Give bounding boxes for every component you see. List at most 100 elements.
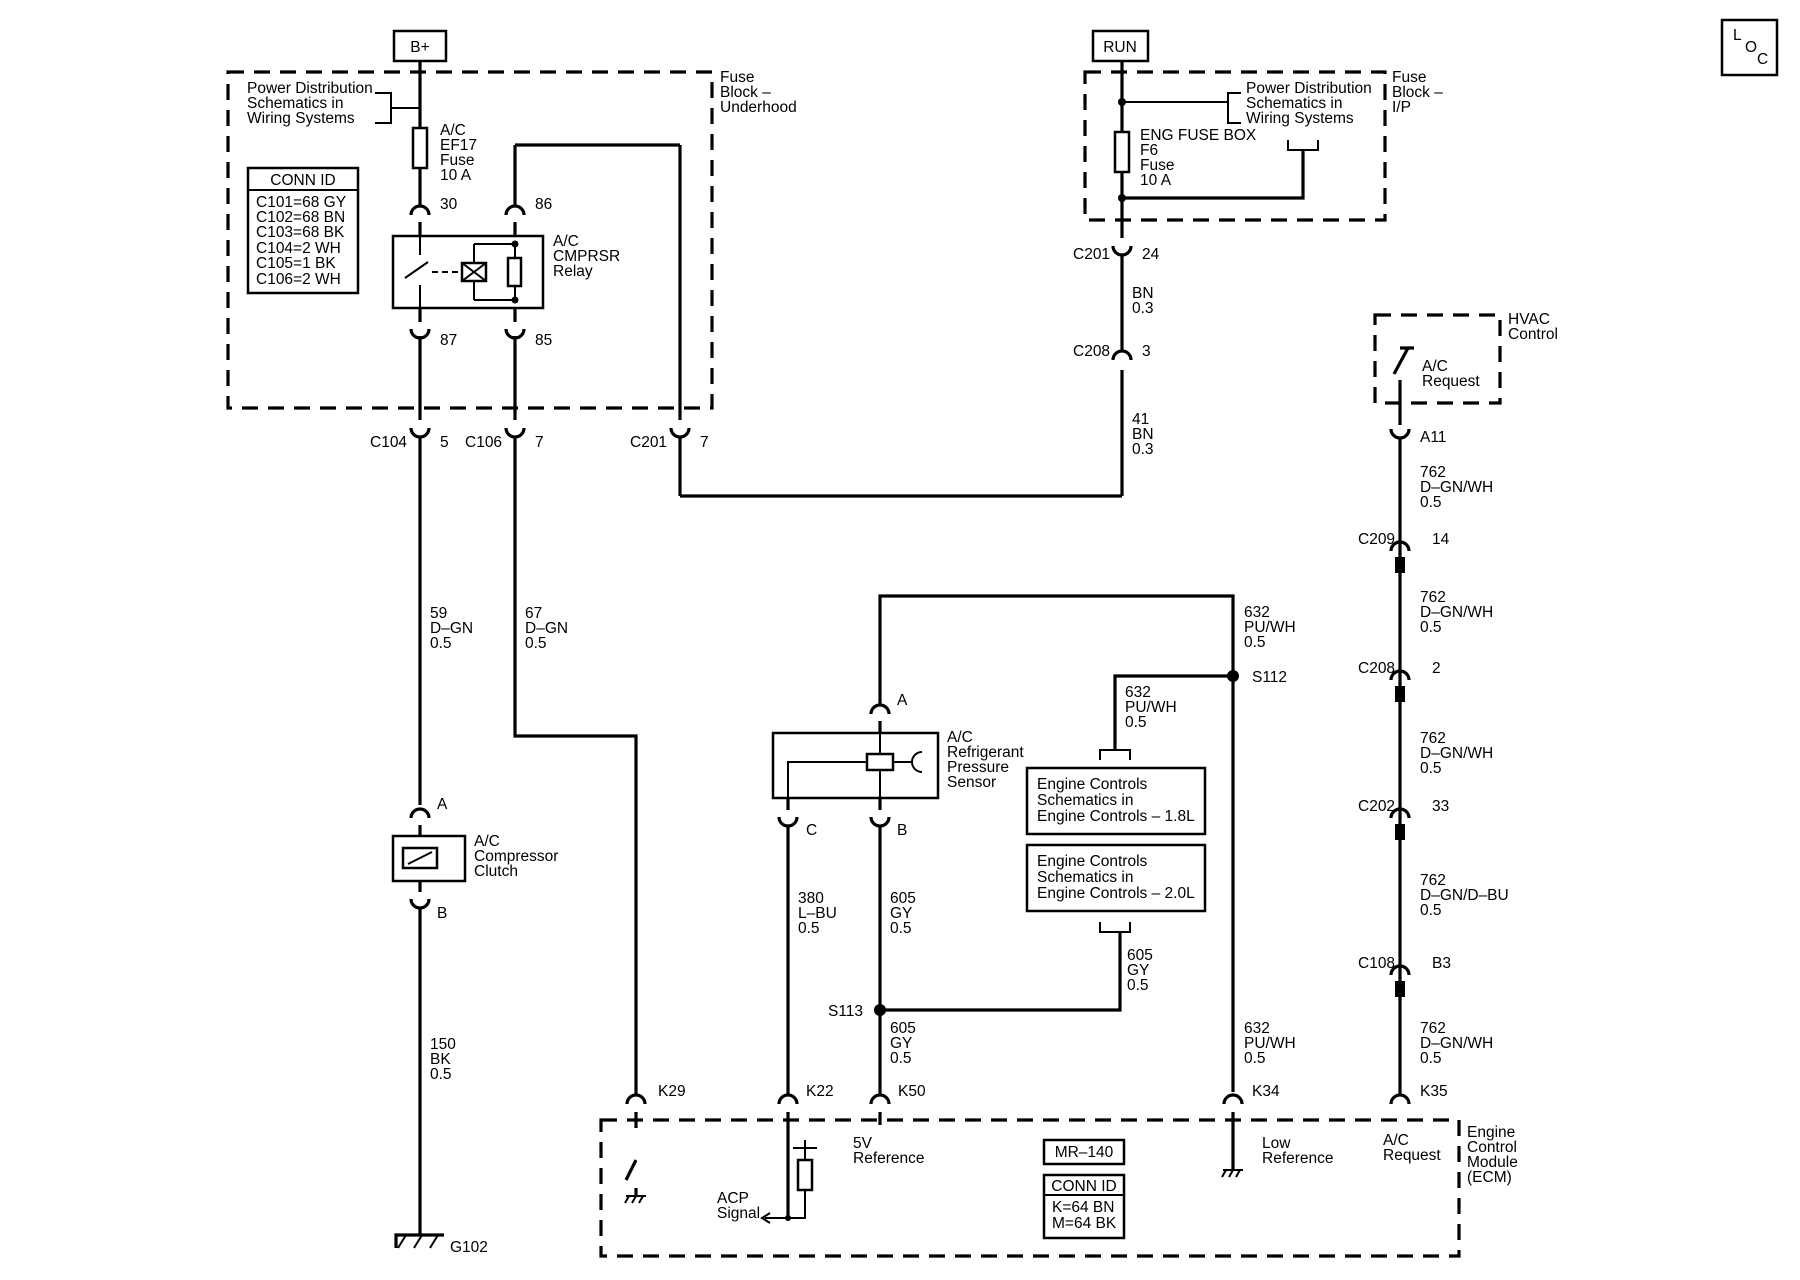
svg-text:Block –: Block – [1392,84,1443,101]
svg-text:0.5: 0.5 [890,1050,912,1067]
c209-pin: 14 [1432,531,1450,548]
underhood-conn-id-table: CONN ID C101=68 GY C102=68 BN C103=68 BK… [246,166,360,295]
svg-text:0.5: 0.5 [1420,1050,1442,1067]
sensor-pin-c: C [806,822,817,839]
ecm-pin-arcs [625,1093,1411,1105]
clutch-label: A/C Compressor Clutch [474,833,558,880]
svg-text:GY: GY [890,1035,912,1052]
svg-text:BK: BK [430,1051,451,1068]
svg-text:Engine Controls – 2.0L: Engine Controls – 2.0L [1037,885,1195,902]
svg-text:Underhood: Underhood [720,99,797,116]
svg-text:762: 762 [1420,1020,1446,1037]
svg-text:A/C: A/C [440,122,466,139]
svg-text:762: 762 [1420,464,1446,481]
ecm-acp-circuit [760,1112,882,1224]
svg-text:A/C: A/C [1422,358,1448,375]
svg-text:C103=68 BK: C103=68 BK [256,224,345,241]
bplus-tag: B+ [392,29,448,63]
c209-name: C209 [1358,531,1395,548]
svg-text:Fuse: Fuse [440,152,474,169]
ac-request-switch [1392,346,1414,425]
ac-request-switch-label: A/C Request [1422,358,1480,390]
fuse-block-ip-outline [1083,70,1387,222]
ground-g102-symbol [394,1233,444,1249]
ip-power-distribution-ref: Power Distribution Schematics in Wiring … [1227,80,1372,127]
svg-text:Control: Control [1508,326,1558,343]
svg-text:Power Distribution: Power Distribution [1246,80,1372,97]
svg-text:K=64 BN: K=64 BN [1052,1199,1114,1216]
svg-text:A/C: A/C [947,729,973,746]
svg-text:PU/WH: PU/WH [1125,699,1177,716]
hvac-control-label: HVAC Control [1508,311,1558,343]
fuse-block-underhood-outline [226,70,714,410]
ecm-k29-switch-to-ground [624,1112,646,1204]
svg-text:Fuse: Fuse [1140,157,1174,174]
svg-text:D–GN: D–GN [525,620,568,637]
svg-text:Low: Low [1262,1135,1291,1152]
c108-pin: B3 [1432,955,1451,972]
c208-right-pin: 2 [1432,660,1441,677]
ecm-ac-request-label: A/C Request [1383,1132,1441,1164]
ecm-acp-signal-label: ACP Signal [717,1190,760,1222]
svg-text:Refrigerant: Refrigerant [947,744,1024,761]
ecm-pin-k34: K34 [1252,1083,1280,1100]
ac-compressor-clutch [391,834,467,883]
c106-name: C106 [465,434,502,451]
svg-text:D–GN/WH: D–GN/WH [1420,1035,1493,1052]
svg-text:67: 67 [525,605,542,622]
a11-pin: A11 [1420,429,1446,446]
c202-pin: 33 [1432,798,1449,815]
underhood-power-distribution-ref: Power Distribution Schematics in Wiring … [247,80,420,127]
svg-text:Pressure: Pressure [947,759,1009,776]
loc-letter-1: L [1733,27,1742,44]
ecm-mr-label-box: MR–140 [1042,1138,1126,1166]
svg-text:41: 41 [1132,411,1149,428]
run-tag: RUN [1091,29,1150,63]
wire-bn-top-label: BN 0.3 [1132,285,1154,317]
svg-text:Signal: Signal [717,1205,760,1222]
svg-text:A/C: A/C [553,233,579,250]
svg-text:Schematics in: Schematics in [1246,95,1342,112]
relay-pin-30: 30 [440,196,458,213]
svg-text:Power Distribution: Power Distribution [247,80,373,97]
c201-left-pin: 7 [700,434,709,451]
relay-pin-87: 87 [440,332,457,349]
svg-text:Clutch: Clutch [474,863,518,880]
svg-text:MR–140: MR–140 [1055,1144,1114,1161]
hvac-control-outline [1373,313,1502,405]
sensor-label: A/C Refrigerant Pressure Sensor [947,729,1024,791]
c201-top-pin: 24 [1142,246,1160,263]
svg-text:0.3: 0.3 [1132,300,1154,317]
svg-text:150: 150 [430,1036,456,1053]
loc-badge: L O C [1720,18,1779,77]
svg-text:A/C: A/C [474,833,500,850]
wire-41-label: 41 BN 0.3 [1132,411,1154,458]
ecm-low-reference-label: Low Reference [1262,1135,1334,1167]
svg-text:EF17: EF17 [440,137,477,154]
sensor-pin-a: A [897,692,908,709]
svg-text:Schematics in: Schematics in [1037,869,1133,886]
svg-text:605: 605 [890,890,916,907]
svg-text:0.5: 0.5 [890,920,912,937]
svg-text:CONN ID: CONN ID [1051,1178,1116,1195]
ecm-5v-reference-label: 5V Reference [853,1135,925,1167]
ecm-pin-k29: K29 [658,1083,686,1100]
svg-text:D–GN: D–GN [430,620,473,637]
c208-right-name: C208 [1358,660,1395,677]
svg-text:0.5: 0.5 [1420,902,1442,919]
loc-letter-3: C [1757,51,1768,68]
fuse-block-ip-title: Fuse Block – I/P [1392,69,1443,116]
svg-text:380: 380 [798,890,824,907]
svg-text:C104=2 WH: C104=2 WH [256,240,341,257]
wire-380-label: 380 L–BU 0.5 [798,890,837,937]
relay-pin-85: 85 [535,332,552,349]
svg-text:0.5: 0.5 [1420,760,1442,777]
svg-text:Schematics in: Schematics in [1037,792,1133,809]
engine-controls-ref-2-0l: Engine Controls Schematics in Engine Con… [1025,843,1207,913]
c208-top-name: C208 [1073,343,1110,360]
relay-label: A/C CMPRSR Relay [553,233,620,280]
svg-text:0.5: 0.5 [1244,634,1266,651]
wire-762-2-label: 762 D–GN/WH 0.5 [1420,589,1493,636]
svg-text:Fuse: Fuse [1392,69,1426,86]
wire-762-3-label: 762 D–GN/WH 0.5 [1420,730,1493,777]
